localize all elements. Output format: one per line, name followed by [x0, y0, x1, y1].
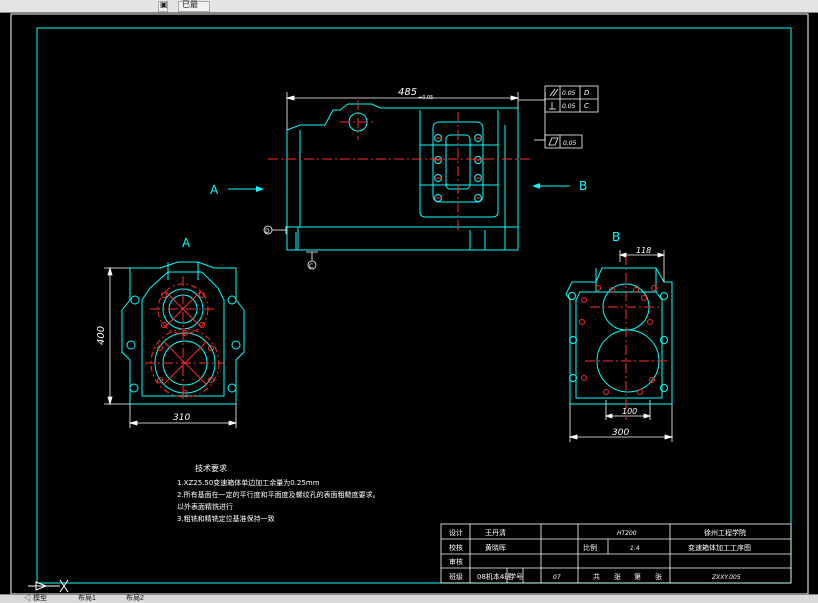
notes-line-1: 1.XZ25.50变速箱体单边加工余量为0.25mm: [177, 478, 320, 487]
gdt-parallel-value: 0.05: [562, 90, 576, 97]
tb-checker: 黄晓晖: [485, 543, 506, 552]
title-block: [440, 523, 792, 584]
notes-title: 技术要求: [195, 463, 227, 473]
tab-layout1[interactable]: 布局1: [78, 595, 96, 602]
dim-main-width: [285, 92, 520, 130]
tab-layout2[interactable]: 布局2: [126, 595, 144, 602]
view-arrow-b: [532, 183, 570, 189]
notes-line-3: 以外表面精铣进行: [177, 502, 233, 511]
tb-drawing-no: ZXXY.005: [711, 574, 741, 581]
toolbar: ▣ 已最: [0, 0, 818, 13]
tb-designer: 王丹清: [485, 528, 506, 537]
view-b: [565, 267, 673, 405]
drawing-frame: [36, 27, 792, 584]
gdt-parallel-datum: D: [584, 89, 590, 97]
tb-sheet-total-label: 共: [593, 572, 600, 581]
view-b-red-features: [579, 255, 668, 420]
tb-sheet-total-unit: 张: [614, 572, 621, 581]
dim-view-a: [104, 266, 238, 428]
gdt-flatness-value: 0.05: [563, 140, 577, 147]
toolbar-button-icon[interactable]: [158, 1, 168, 12]
tb-class-value: 08机本4班: [477, 572, 511, 581]
tb-scale-value: 1:4: [630, 545, 640, 552]
layout-tabs-bar: ◁ 模型 布局1 布局2: [0, 594, 818, 603]
datum-d-label: D: [265, 228, 270, 235]
tb-sheet-no-label: 第: [634, 572, 641, 581]
view-b-title: B: [612, 230, 620, 244]
gdt-frames: [518, 85, 599, 149]
ucs-icon: [28, 579, 69, 593]
datum-d-symbol: [263, 225, 287, 235]
dim-view-b-top: 118: [636, 246, 651, 255]
toolbar-button[interactable]: [178, 1, 210, 12]
toolbar-button-label: 已最: [182, 0, 198, 9]
main-view-centerlines: [268, 100, 530, 230]
tb-drawing-name: 变速箱体加工工序图: [688, 543, 751, 552]
dim-view-a-height: 400: [96, 326, 107, 345]
gdt-perp-value: 0.05: [562, 103, 576, 110]
view-arrow-a: [228, 186, 264, 192]
tb-design-label: 设计: [449, 528, 463, 537]
tb-scale-label: 比例: [583, 543, 597, 552]
tb-approve-label: 审核: [449, 557, 463, 566]
tb-student-no-label: 学号: [509, 572, 523, 581]
view-a-title: A: [182, 236, 191, 250]
view-a-red-features: [145, 276, 225, 400]
dim-main-width-tol: +0.05: [418, 95, 433, 101]
notes-line-4: 3.粗铣和精铣定位基准保持一致: [177, 514, 275, 523]
datum-c-symbol: [306, 251, 318, 270]
tb-check-label: 校核: [449, 543, 463, 552]
tb-student-no: 07: [553, 574, 561, 581]
datum-c-label: C: [309, 263, 313, 270]
main-view: [286, 103, 519, 251]
toolbar-icon-glyph: ▣: [160, 0, 168, 9]
dim-view-a-width: 310: [173, 413, 190, 423]
tb-class-label: 班级: [449, 572, 463, 581]
view-arrow-a-label: A: [210, 183, 219, 197]
gdt-perp-datum: C: [584, 102, 589, 110]
dim-view-b: [568, 250, 674, 442]
outer-sheet-border: [10, 13, 809, 595]
tb-school: 徐州工程学院: [704, 528, 746, 537]
housing-outline: [286, 103, 519, 251]
tb-material: HT200: [617, 530, 637, 537]
tab-model[interactable]: ◁ 模型: [24, 595, 47, 602]
main-view-hole-marks: [434, 137, 482, 199]
dim-main-width-value: 485: [398, 87, 417, 98]
tb-sheet-no-unit: 张: [655, 572, 662, 581]
notes-line-2: 2.所有基面在一定的平行度和平面度及螺纹孔的表面粗糙度要求。: [177, 490, 380, 499]
view-arrow-b-label: B: [579, 179, 587, 193]
dim-view-b-bottom: 300: [612, 428, 629, 438]
dim-view-b-inner: 100: [622, 407, 637, 416]
